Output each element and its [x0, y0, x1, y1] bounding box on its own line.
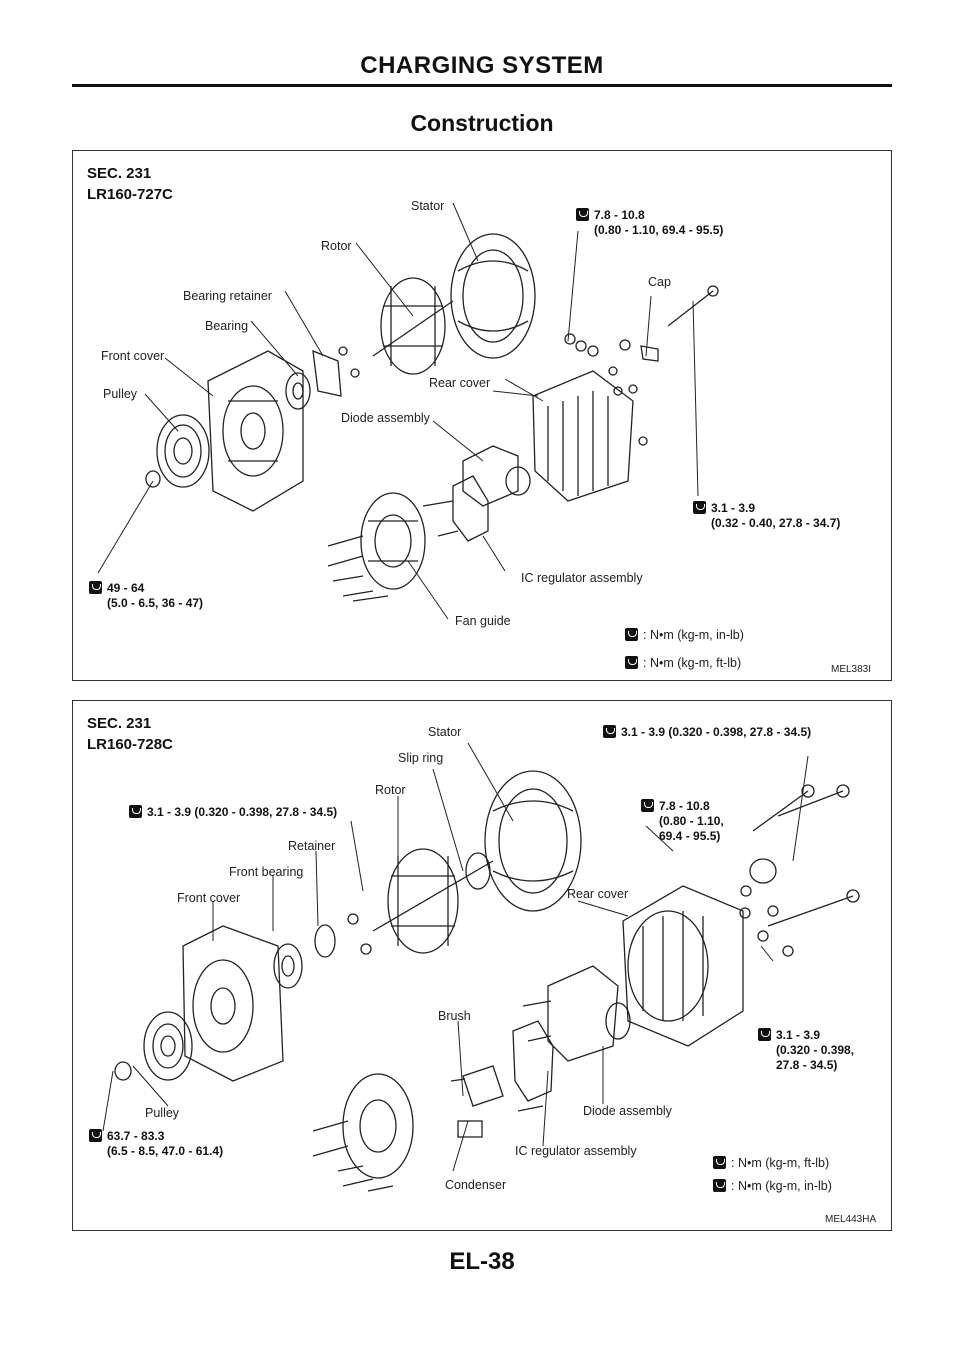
header-rule — [72, 84, 892, 87]
pulley-shape-1 — [145, 414, 210, 488]
ic-regulator-shape-1 — [422, 475, 489, 542]
rotor-shape-1 — [372, 277, 454, 375]
front-cover-shape-1 — [207, 350, 304, 512]
diode-assembly-shape-1 — [462, 445, 531, 507]
stator-shape-1 — [450, 233, 536, 359]
bolts-1 — [327, 535, 389, 602]
torque-wrench-icon — [713, 1179, 726, 1192]
fan-guide-shape-2 — [342, 1073, 414, 1179]
label-retainer-2: Retainer — [288, 839, 336, 853]
stator-shape-2 — [484, 770, 582, 912]
torque-wrench-icon — [693, 501, 706, 514]
label-rotor-2: Rotor — [375, 783, 406, 797]
torque-spec-1c: 49 - 64 (5.0 - 6.5, 36 - 47) — [89, 581, 203, 611]
label-diode-assembly-1: Diode assembly — [341, 411, 430, 425]
label-ic-regulator-1: IC regulator assembly — [521, 571, 643, 585]
leader-lines-2 — [102, 742, 809, 1172]
bearing-shape-2 — [273, 913, 372, 989]
section-title: Construction — [410, 110, 554, 136]
brush-shape-2 — [450, 1065, 504, 1107]
sec-number-1: SEC. 231 LR160-727C — [87, 165, 173, 203]
label-cap-1: Cap — [648, 275, 671, 289]
condenser-shape-2 — [457, 1120, 483, 1138]
label-slip-ring-2: Slip ring — [398, 751, 444, 765]
figure-ref-1: MEL383I — [831, 664, 872, 675]
torque-spec-2a: 3.1 - 3.9 (0.320 - 0.398, 27.8 - 34.5) — [603, 725, 811, 740]
figure-ref-2: MEL443HA — [825, 1214, 877, 1225]
label-bearing-1: Bearing — [205, 319, 249, 333]
torque-spec-2c: 7.8 - 10.8 (0.80 - 1.10, 69.4 - 95.5) — [641, 799, 724, 844]
page-header-title: CHARGING SYSTEM — [360, 52, 604, 79]
label-rear-cover-2: Rear cover — [567, 887, 629, 901]
label-stator-1: Stator — [411, 199, 445, 213]
diagram-panel-1: SEC. 231 LR160-727C Stator Rotor Bearing… — [72, 150, 892, 681]
torque-socket-icon — [89, 1129, 102, 1142]
label-fan-guide-1: Fan guide — [455, 614, 511, 628]
front-cover-shape-2 — [182, 925, 284, 1082]
label-front-cover-1: Front cover — [101, 349, 165, 363]
hardware-2 — [739, 784, 860, 957]
torque-wrench-icon — [603, 725, 616, 738]
torque-wrench-icon — [129, 805, 142, 818]
legend-ft-lb-1: : N•m (kg-m, ft-lb) — [625, 656, 741, 670]
exploded-view-drawing-1 — [97, 202, 719, 620]
torque-socket-icon — [713, 1156, 726, 1169]
rear-cover-shape-2 — [622, 885, 744, 1047]
label-pulley-2: Pulley — [145, 1106, 180, 1120]
torque-socket-icon — [89, 581, 102, 594]
legend-in-lb-2: : N•m (kg-m, in-lb) — [713, 1179, 832, 1193]
ic-regulator-shape-2 — [512, 1020, 554, 1112]
leader-lines-1 — [97, 202, 699, 620]
torque-spec-1a: 7.8 - 10.8 (0.80 - 1.10, 69.4 - 95.5) — [576, 208, 723, 238]
torque-spec-2b: 3.1 - 3.9 (0.320 - 0.398, 27.8 - 34.5) — [129, 805, 337, 820]
torque-socket-icon — [625, 656, 638, 669]
label-rotor-1: Rotor — [321, 239, 352, 253]
diode-assembly-shape-2 — [522, 965, 631, 1062]
hardware-1 — [564, 285, 719, 446]
legend-ft-lb-2: : N•m (kg-m, ft-lb) — [713, 1156, 829, 1170]
bolts-2 — [312, 1120, 394, 1192]
page-number: EL-38 — [449, 1248, 515, 1275]
rotor-shape-2 — [372, 848, 494, 954]
label-bearing-retainer-1: Bearing retainer — [183, 289, 272, 303]
torque-wrench-icon — [758, 1028, 771, 1041]
torque-wrench-icon — [625, 628, 638, 641]
label-front-bearing-2: Front bearing — [229, 865, 304, 879]
label-stator-2: Stator — [428, 725, 462, 739]
label-condenser-2: Condenser — [445, 1178, 507, 1192]
label-ic-regulator-2: IC regulator assembly — [515, 1144, 637, 1158]
diagram-panel-2: SEC. 231 LR160-728C Stator Slip ring Rot… — [72, 700, 892, 1231]
torque-spec-2d: 3.1 - 3.9 (0.320 - 0.398, 27.8 - 34.5) — [758, 1028, 854, 1073]
fan-guide-shape-1 — [360, 492, 426, 590]
torque-wrench-icon — [641, 799, 654, 812]
pulley-shape-2 — [114, 1011, 193, 1081]
legend-in-lb-1: : N•m (kg-m, in-lb) — [625, 628, 744, 642]
label-front-cover-2: Front cover — [177, 891, 241, 905]
bearing-shape-1 — [285, 346, 360, 410]
torque-spec-1b: 3.1 - 3.9 (0.32 - 0.40, 27.8 - 34.7) — [693, 501, 840, 531]
sec-number-2: SEC. 231 LR160-728C — [87, 715, 173, 753]
rear-cover-shape-1 — [532, 370, 634, 502]
torque-spec-2e: 63.7 - 83.3 (6.5 - 8.5, 47.0 - 61.4) — [89, 1129, 223, 1159]
label-pulley-1: Pulley — [103, 387, 138, 401]
exploded-view-drawing-2 — [102, 742, 860, 1192]
label-rear-cover-1: Rear cover — [429, 376, 491, 390]
torque-wrench-icon — [576, 208, 589, 221]
label-brush-2: Brush — [438, 1009, 471, 1023]
label-diode-assembly-2: Diode assembly — [583, 1104, 672, 1118]
